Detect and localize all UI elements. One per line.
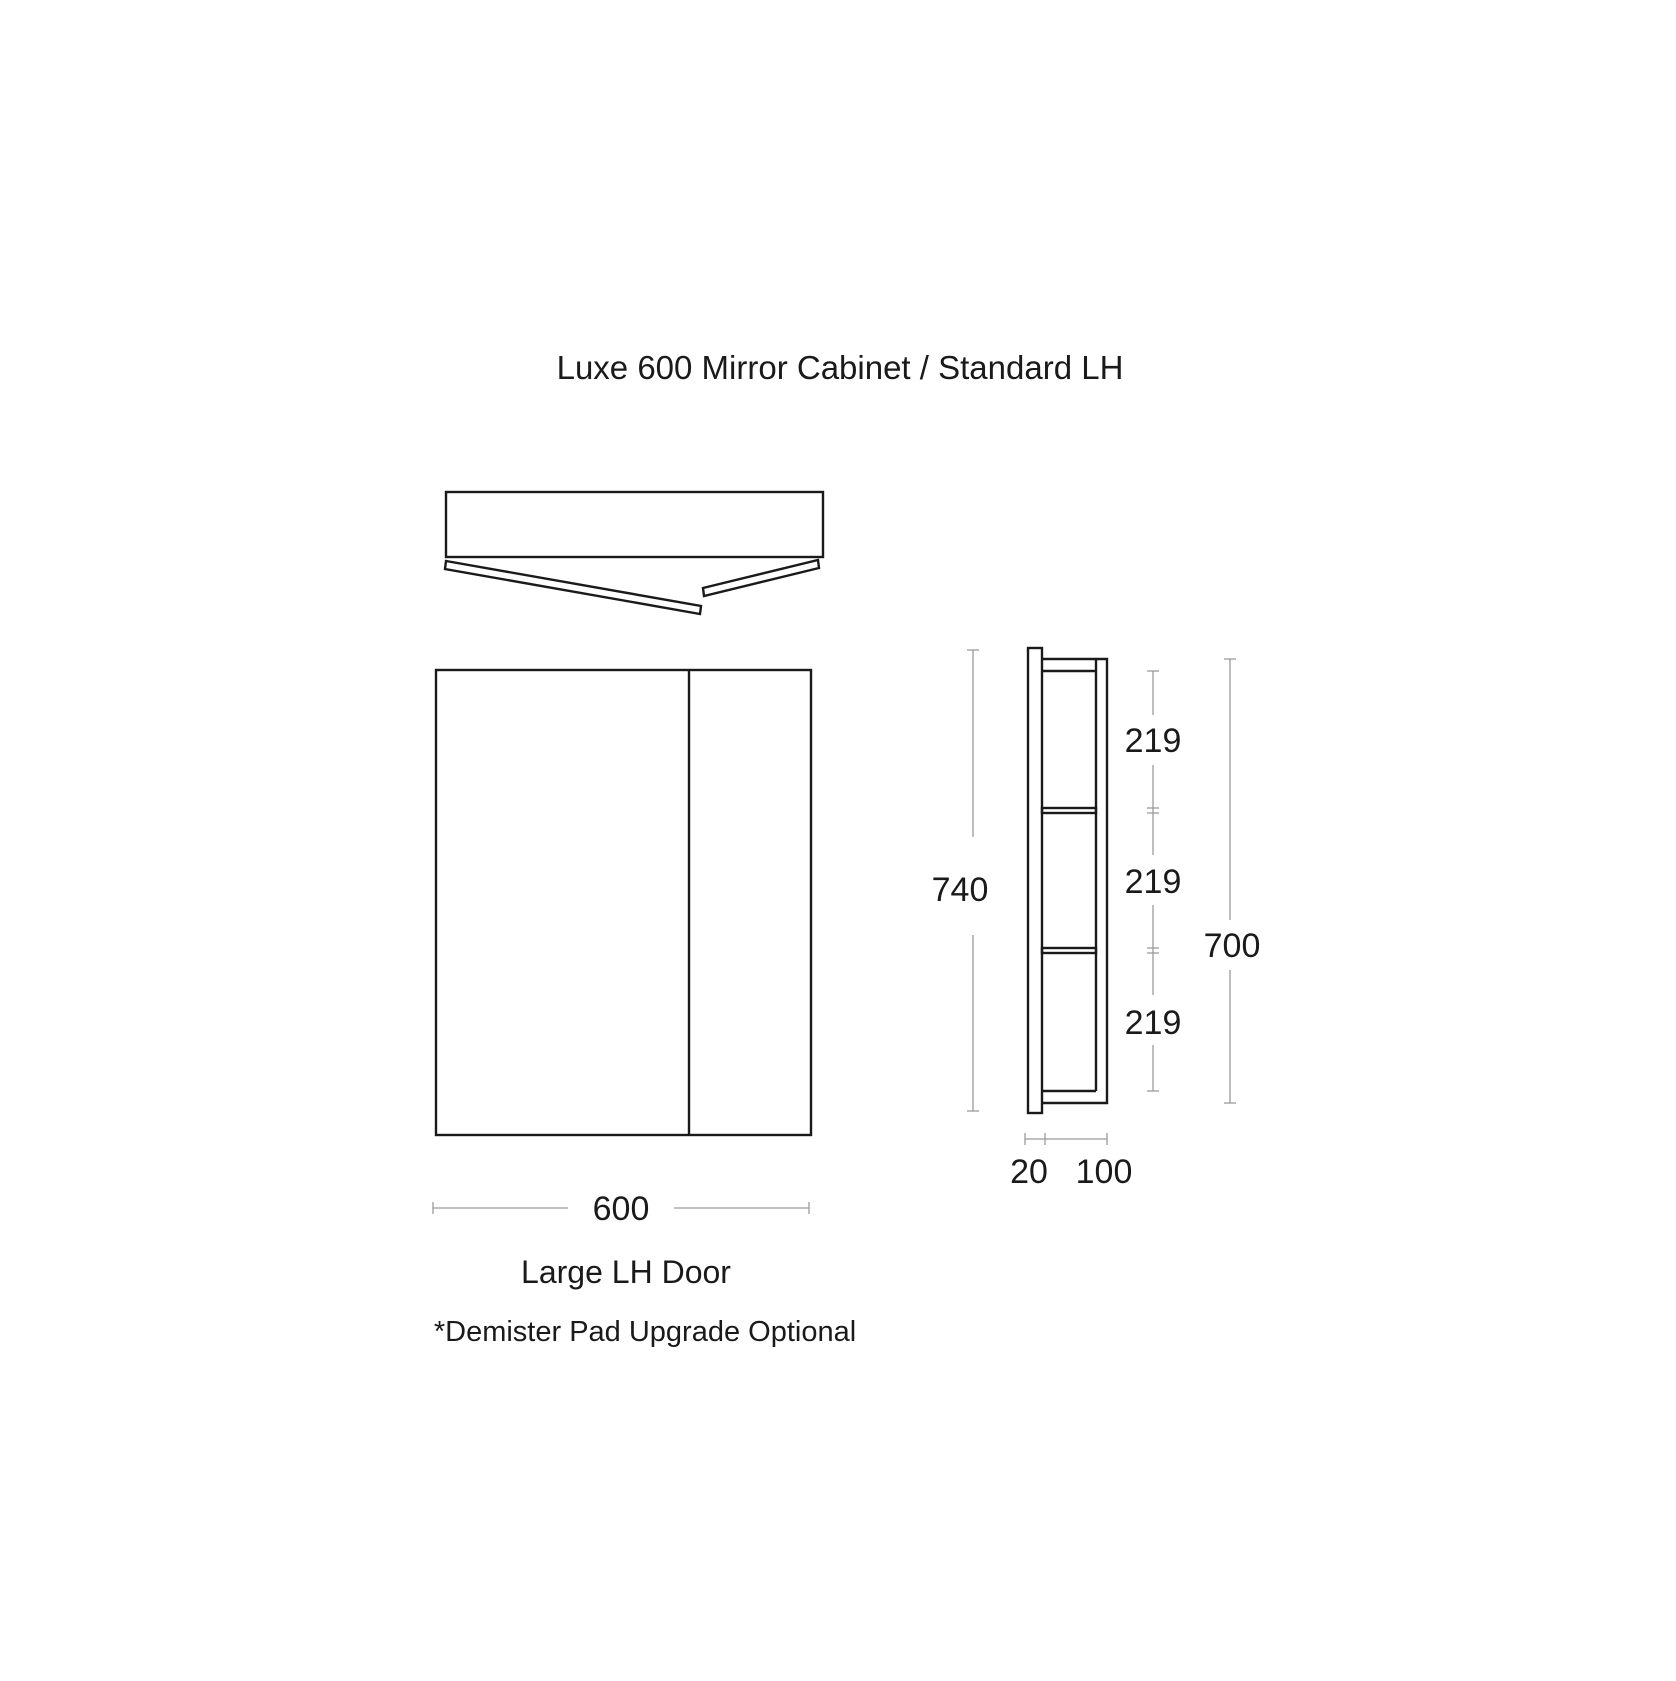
door-caption: Large LH Door (521, 1254, 731, 1290)
side-shelf-2 (1040, 946, 1098, 955)
overall-height-label: 740 (931, 871, 989, 909)
side-body-outer (1042, 657, 1109, 1105)
plan-cabinet-body (444, 490, 825, 559)
plan-view (443, 490, 825, 616)
front-elevation (434, 668, 813, 1137)
body-depth-label: 100 (1075, 1153, 1133, 1191)
shelf-spacing-dimension (1147, 670, 1159, 1092)
cabinet-height-label: 700 (1203, 927, 1261, 965)
option-note: *Demister Pad Upgrade Optional (433, 1316, 857, 1348)
plan-large-door (443, 559, 703, 616)
depth-dimension (1024, 1133, 1108, 1145)
shelf-1-label: 219 (1124, 722, 1182, 760)
overall-height-dimension (967, 649, 979, 1112)
plan-small-door (701, 558, 821, 598)
side-door (1026, 646, 1044, 1115)
front-cabinet-outline (434, 668, 813, 1137)
drawing-title: Luxe 600 Mirror Cabinet / Standard LH (556, 349, 1124, 386)
width-label: 600 (592, 1190, 650, 1228)
door-depth-label: 20 (1010, 1153, 1048, 1191)
side-elevation (1026, 646, 1109, 1115)
side-shelf-1 (1040, 806, 1098, 815)
shelf-2-label: 219 (1124, 863, 1182, 901)
cabinet-height-dimension (1224, 658, 1236, 1104)
width-dimension (432, 1202, 810, 1214)
shelf-3-label: 219 (1124, 1004, 1182, 1042)
